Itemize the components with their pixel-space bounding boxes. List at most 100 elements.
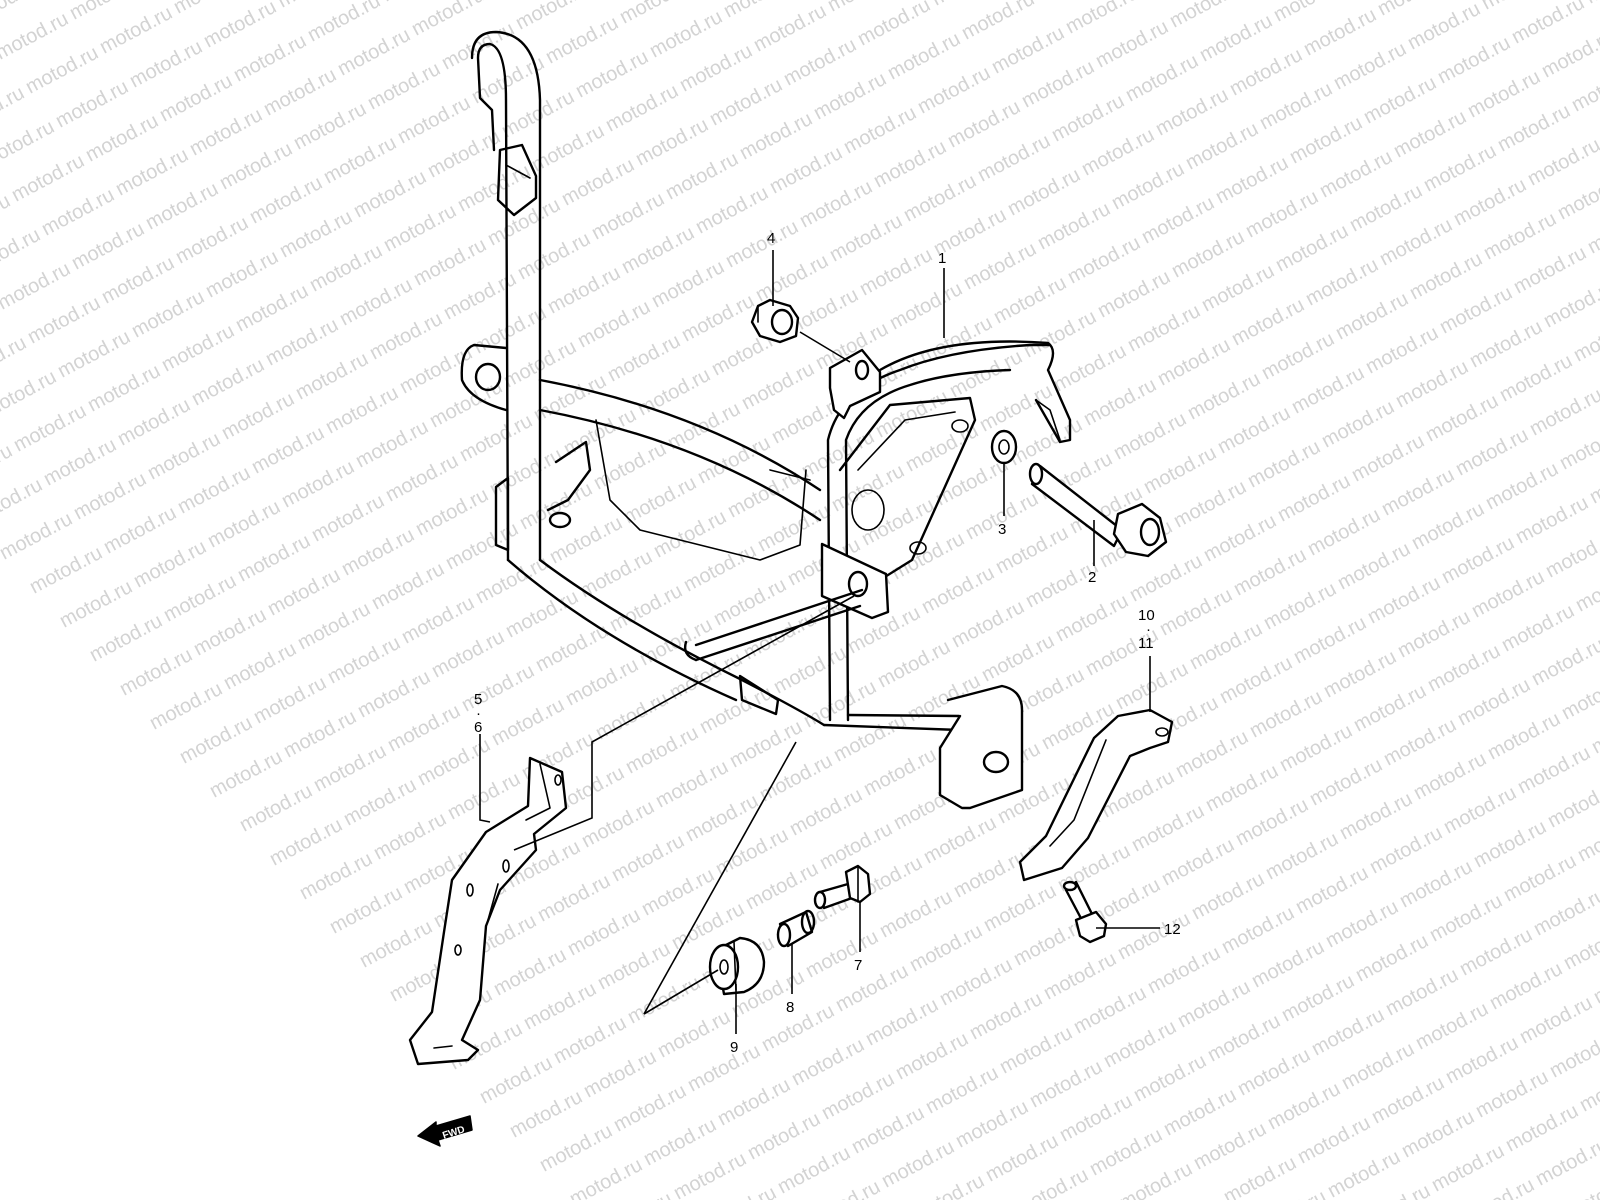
- watermark-text: motod.ru: [856, 244, 936, 300]
- watermark-text: motod.ru: [278, 456, 358, 512]
- watermark-text: motod.ru: [158, 320, 238, 376]
- watermark-text: motod.ru: [918, 562, 998, 618]
- watermark-text: motod.ru: [534, 870, 614, 926]
- watermark-text: motod.ru: [26, 542, 106, 598]
- watermark-text: motod.ru: [1348, 430, 1428, 486]
- watermark-text: motod.ru: [340, 774, 420, 830]
- watermark-text: motod.ru: [86, 610, 166, 666]
- callout-7: 7: [854, 957, 862, 974]
- watermark-text: motod.ru: [1380, 714, 1460, 770]
- watermark-text: motod.ru: [710, 574, 790, 630]
- watermark-text: motod.ru: [336, 274, 416, 330]
- watermark-text: motod.ru: [888, 528, 968, 584]
- watermark-text: motod.ru: [338, 524, 418, 580]
- watermark-text: motod.ru: [276, 206, 356, 262]
- watermark-text: motod.ru: [1502, 1100, 1582, 1156]
- watermark-text: motod.ru: [1346, 180, 1426, 236]
- watermark-text: motod.ru: [558, 154, 638, 210]
- callout-3: 3: [998, 521, 1006, 538]
- watermark-text: motod.ru: [1262, 828, 1342, 884]
- watermark-text: motod.ru: [1156, 584, 1236, 640]
- watermark-text: motod.ru: [796, 176, 876, 232]
- watermark-text: motod.ru: [1376, 214, 1456, 270]
- callout-6: 6: [474, 719, 482, 736]
- watermark-text: motod.ru: [410, 234, 490, 290]
- watermark-text: motod.ru: [1092, 16, 1172, 72]
- watermark-text: motod.ru: [116, 644, 196, 700]
- watermark-text: motod.ru: [96, 2, 176, 58]
- bracket-part-10-11: [1018, 708, 1174, 882]
- watermark-text: motod.ru: [1228, 294, 1308, 350]
- watermark-text: motod.ru: [1378, 464, 1458, 520]
- watermark-text: motod.ru: [188, 354, 268, 410]
- watermark-text: motod.ru: [1554, 168, 1600, 224]
- watermark-text: motod.ru: [1538, 26, 1600, 82]
- watermark-text: motod.ru: [498, 86, 578, 142]
- watermark-text: motod.ru: [1100, 1016, 1180, 1072]
- watermark-text: motod.ru: [860, 744, 940, 800]
- watermark-text: motod.ru: [1130, 1050, 1210, 1106]
- watermark-text: motod.ru: [470, 302, 550, 358]
- watermark-text: motod.ru: [1078, 124, 1158, 180]
- watermark-text: motod.ru: [1512, 492, 1592, 548]
- watermark-text: motod.ru: [1406, 248, 1486, 304]
- watermark-text: motod.ru: [1108, 158, 1188, 214]
- watermark-text: motod.ru: [352, 416, 432, 472]
- watermark-text: motod.ru: [22, 42, 102, 98]
- watermark-text: motod.ru: [544, 262, 624, 318]
- watermark-text: motod.ru: [536, 1120, 616, 1176]
- watermark-text: motod.ru: [1410, 748, 1490, 804]
- watermark-text: motod.ru: [1202, 760, 1282, 816]
- watermark-text: motod.ru: [1256, 78, 1336, 134]
- watermark-text: motod.ru: [996, 1022, 1076, 1078]
- watermark-text: motod.ru: [676, 40, 756, 96]
- watermark-text: motod.ru: [1404, 0, 1484, 54]
- watermark-text: motod.ru: [38, 184, 118, 240]
- watermark-text: motod.ru: [234, 530, 314, 586]
- watermark-text: motod.ru: [1112, 658, 1192, 714]
- watermark-text: motod.ru: [292, 348, 372, 404]
- watermark-text: motod.ru: [1362, 322, 1442, 378]
- watermark-text: motod.ru: [632, 114, 712, 170]
- watermark-text: motod.ru: [380, 200, 460, 256]
- watermark-text: motod.ru: [1290, 612, 1370, 668]
- watermark-text: motod.ru: [1482, 458, 1562, 514]
- watermark-text: motod.ru: [1330, 38, 1410, 94]
- forward-arrow-icon: [417, 1115, 473, 1147]
- watermark-text: motod.ru: [280, 706, 360, 762]
- watermark-text: motod.ru: [1450, 174, 1530, 230]
- watermark-text: motod.ru: [714, 1074, 794, 1130]
- watermark-text: motod.ru: [774, 1142, 854, 1198]
- watermark-text: motod.ru: [1466, 316, 1546, 372]
- watermark-text: motod.ru: [1500, 850, 1580, 906]
- watermark-text: motod.ru: [266, 814, 346, 870]
- watermark-text: motod.ru: [218, 388, 298, 444]
- watermark-text: motod.ru: [624, 972, 704, 1028]
- watermark-text: motod.ru: [1144, 942, 1224, 998]
- watermark-text: motod.ru: [980, 880, 1060, 936]
- watermark-text: motod.ru: [506, 1086, 586, 1142]
- watermark-text: motod.ru: [944, 96, 1024, 152]
- watermark-text: motod.ru: [884, 28, 964, 84]
- watermark-text: motod.ru: [610, 1080, 690, 1136]
- watermark-text: motod.ru: [1320, 646, 1400, 702]
- watermark-text: motod.ru: [320, 132, 400, 188]
- watermark-text: motod.ru: [146, 678, 226, 734]
- watermark-text: motod.ru: [1486, 958, 1566, 1014]
- watermark-text: motod.ru: [580, 1046, 660, 1102]
- watermark-text: motod.ru: [1366, 822, 1446, 878]
- watermark-text: motod.ru: [220, 638, 300, 694]
- watermark-text: motod.ru: [248, 422, 328, 478]
- watermark-text: motod.ru: [1006, 414, 1086, 470]
- watermark-text: motod.ru: [1472, 1066, 1552, 1122]
- watermark-text: motod.ru: [1110, 408, 1190, 464]
- watermark-text: motod.ru: [490, 944, 570, 1000]
- callout-8: 8: [786, 999, 794, 1016]
- watermark-text: motod.ru: [1052, 590, 1132, 646]
- watermark-text: motod.ru: [10, 400, 90, 456]
- watermark-text: motod.ru: [738, 358, 818, 414]
- watermark-text: motod.ru: [646, 6, 726, 62]
- watermark-text: motod.ru: [1140, 442, 1220, 498]
- watermark-text: motod.ru: [1154, 334, 1234, 390]
- nut-part-4: [750, 298, 800, 344]
